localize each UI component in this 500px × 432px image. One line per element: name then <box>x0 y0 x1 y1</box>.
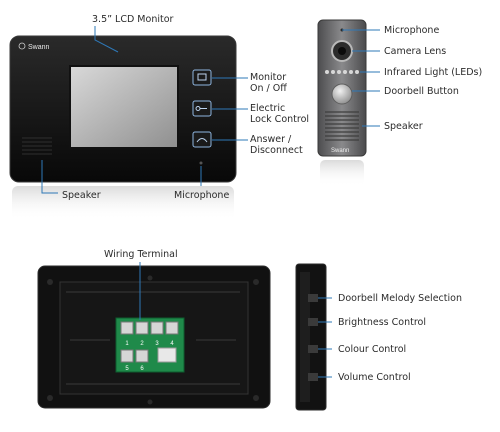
label-volume: Volume Control <box>338 372 411 383</box>
swann-logo-icon <box>18 42 26 50</box>
brand-logo-monitor: Swann <box>28 44 50 51</box>
melody-selector-control[interactable] <box>308 294 318 302</box>
terminal-number-4: 4 <box>170 341 174 347</box>
terminal-number-5: 5 <box>125 366 129 372</box>
label-doorbell-melody: Doorbell Melody Selection <box>338 293 462 304</box>
terminal-number-3: 3 <box>155 341 159 347</box>
lcd-screen <box>69 65 179 149</box>
label-doorbell-button: Doorbell Button <box>384 86 459 97</box>
label-brightness: Brightness Control <box>338 317 426 328</box>
indoor-monitor-front <box>9 35 237 220</box>
terminal-numbers: 1 2 3 4 5 6 <box>125 341 174 372</box>
terminal-number-1: 1 <box>125 341 129 347</box>
label-lcd-monitor: 3.5” LCD Monitor <box>92 14 174 25</box>
label-speaker-camera: Speaker <box>384 121 423 132</box>
answer-disconnect-button[interactable] <box>192 131 212 148</box>
label-microphone-monitor: Microphone <box>174 190 230 201</box>
doorbell-button[interactable] <box>331 83 353 105</box>
monitor-back <box>37 265 271 409</box>
infrared-leds <box>325 70 359 74</box>
label-speaker-monitor: Speaker <box>62 190 101 201</box>
colour-control-wheel[interactable] <box>308 345 318 353</box>
wiring-terminal-board <box>115 317 185 373</box>
electric-lock-button[interactable] <box>192 100 212 117</box>
monitor-side-view <box>295 263 327 411</box>
monitor-on-off-button[interactable] <box>192 69 212 86</box>
label-monitor-on-off: Monitor On / Off <box>250 72 287 94</box>
brightness-control-wheel[interactable] <box>308 318 318 326</box>
label-camera-lens: Camera Lens <box>384 46 447 57</box>
monitor-microphone-hole <box>199 161 203 165</box>
terminal-number-2: 2 <box>140 341 144 347</box>
label-infrared-light: Infrared Light (LEDs) <box>384 67 483 78</box>
label-wiring-terminal: Wiring Terminal <box>104 249 178 260</box>
outdoor-camera-unit <box>317 19 367 186</box>
label-colour: Colour Control <box>338 344 407 355</box>
camera-speaker-grille <box>325 111 359 141</box>
label-microphone-camera: Microphone <box>384 25 440 36</box>
callout-lines <box>41 26 380 378</box>
speaker-grille <box>22 137 52 155</box>
volume-control-wheel[interactable] <box>308 373 318 381</box>
label-electric-lock: Electric Lock Control <box>250 103 310 125</box>
label-answer-disconnect: Answer / Disconnect <box>250 134 303 156</box>
brand-logo-camera: Swann <box>331 148 349 154</box>
terminal-number-6: 6 <box>140 366 144 372</box>
